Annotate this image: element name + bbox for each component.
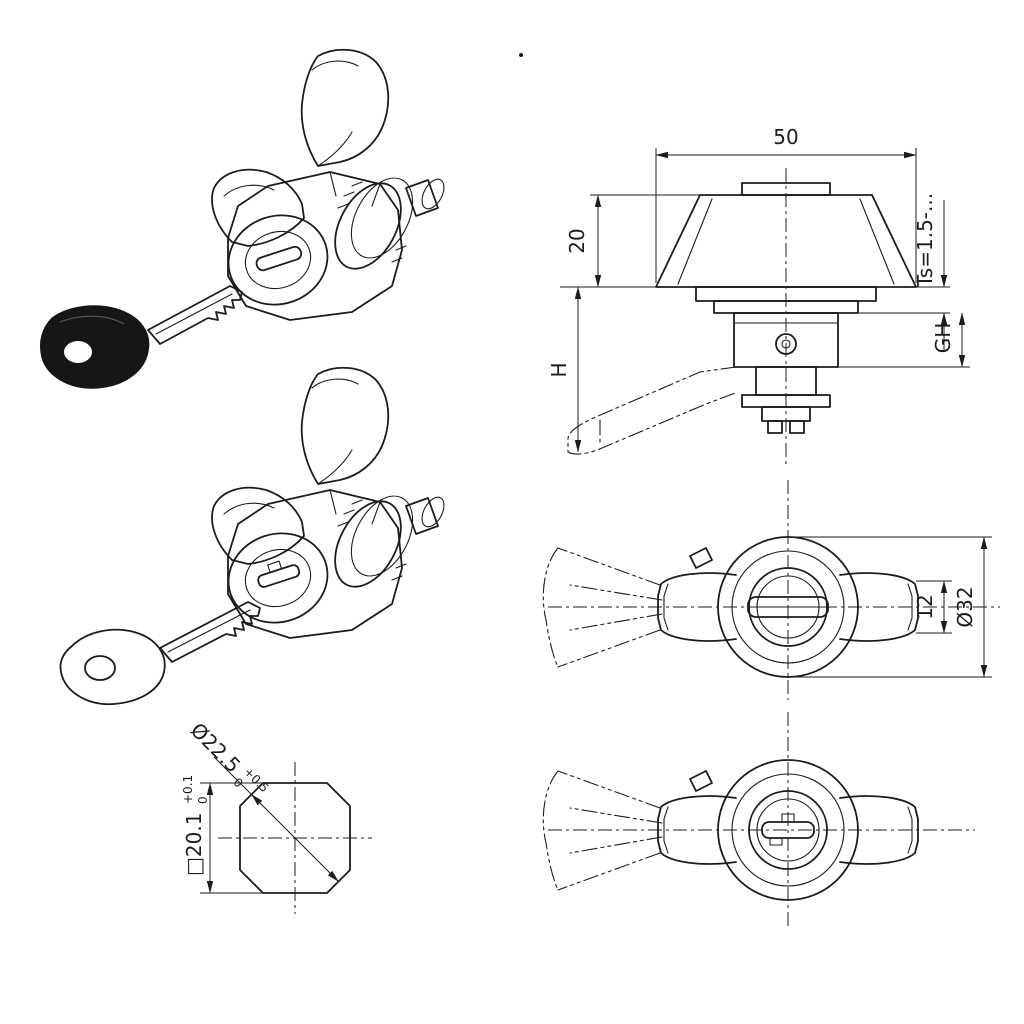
top-view-key-cylinder — [542, 712, 975, 928]
dim-width-50: 50 — [773, 125, 798, 149]
cutout-square-tol-upper: +0.1 — [181, 775, 195, 804]
top-view-slot: 12 Ø32 — [542, 480, 1000, 700]
dim-ts: Ts=1.5-... — [913, 193, 937, 288]
iso-view-lock-with-metal-key — [59, 366, 450, 706]
dim-knob-height-20: 20 — [565, 228, 589, 253]
dim-h: H — [547, 362, 571, 377]
metal-key — [59, 601, 261, 706]
knob-outer-circle-2 — [717, 759, 859, 901]
cutout-square-label: □20.1 +0.1 0 — [181, 775, 210, 876]
dim-dia-32: Ø32 — [953, 586, 977, 627]
cutout-octagon — [239, 782, 351, 894]
cutout-diameter-label: Ø22.5 +0.5 0 — [186, 718, 272, 795]
panel-cutout-view: Ø22.5 +0.5 0 □20.1 +0.1 0 — [181, 718, 372, 914]
iso-view-lock-with-black-key — [39, 48, 450, 389]
cutout-square-tol-lower: 0 — [196, 796, 210, 804]
front-elevation-view: 50 20 H Ts=1.5-... GH — [547, 125, 970, 468]
dim-gh: GH — [931, 323, 955, 354]
key-ring-hole — [64, 341, 92, 363]
cutout-square-text: □20.1 — [182, 813, 206, 876]
cutout-diameter-text: Ø22.5 — [186, 718, 246, 778]
printed-dot — [519, 53, 523, 57]
black-key — [39, 285, 243, 389]
dim-wing-12: 12 — [913, 594, 937, 619]
